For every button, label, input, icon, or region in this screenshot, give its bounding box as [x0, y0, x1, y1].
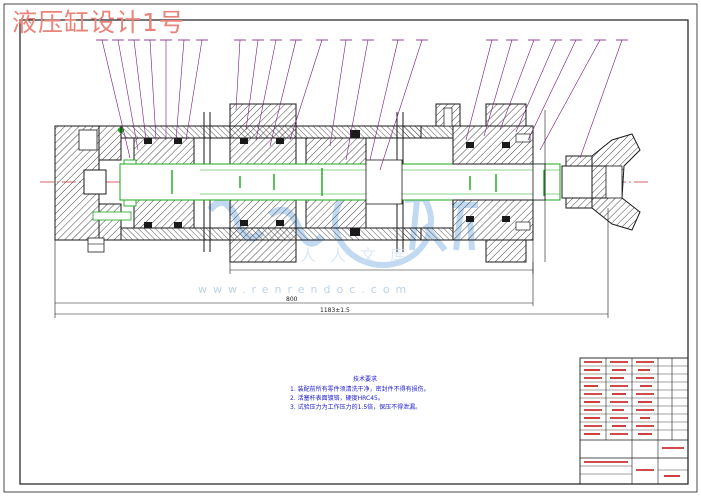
watermark-logo-text: 人人文库: [300, 246, 421, 265]
note-item-1: 1. 装配前所有零件须清洗干净，密封件不得有损伤。: [290, 386, 430, 393]
front-end-cap: [452, 103, 546, 263]
inner-border: [19, 19, 689, 485]
notes-heading: 技术要求: [352, 376, 377, 383]
note-item-2: 2. 活塞杆表面镀铬，硬度HRC45。: [290, 395, 384, 402]
note-item-3: 3. 试验压力为工作压力的1.5倍，保压不得泄漏。: [290, 404, 422, 411]
watermark-url: www.renrendoc.com: [198, 283, 413, 296]
rear-end-cap: [54, 125, 132, 253]
technical-notes: 技术要求 1. 装配前所有零件须清洗干净，密封件不得有损伤。 2. 活塞杆表面镀…: [290, 375, 520, 412]
piston-rod: [119, 159, 561, 205]
rod-end-clevis: [561, 133, 641, 231]
dimension-lines: [54, 110, 609, 318]
front-barrel: [402, 103, 461, 241]
dimension-stroke: 800: [286, 296, 298, 303]
diameter-marks: [171, 168, 545, 196]
dimension-overall: 1183±1.5: [320, 307, 350, 314]
part-leader-lines: [101, 39, 623, 171]
page-title: 液压缸设计1号: [12, 8, 185, 37]
title-block: [579, 357, 689, 485]
middle-support: [229, 103, 297, 263]
outer-border: [3, 3, 698, 493]
